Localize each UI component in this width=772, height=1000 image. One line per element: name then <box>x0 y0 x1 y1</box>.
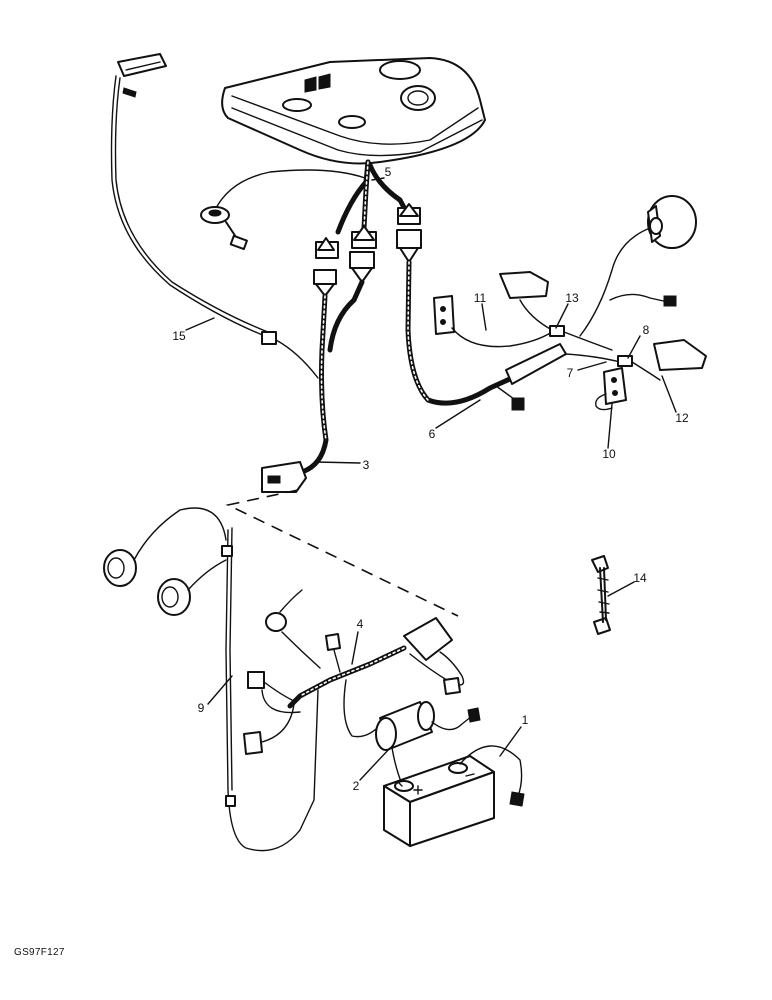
switch-4-top <box>265 612 287 632</box>
leader-10 <box>607 403 613 449</box>
callout-6: 6 <box>428 427 436 441</box>
panel-switch-left <box>282 98 312 112</box>
connector-3a <box>313 269 337 285</box>
callout-5: 5 <box>384 165 392 179</box>
leader-2 <box>359 747 391 781</box>
panel-gauge-top <box>379 60 421 80</box>
motor <box>579 195 697 337</box>
harness-3 <box>261 251 375 493</box>
harness-11-13 <box>433 271 707 411</box>
connector-6 <box>396 229 422 249</box>
leader-14 <box>607 581 635 597</box>
pedal-switch-right <box>653 339 707 371</box>
lamp-15 <box>117 53 167 77</box>
sleeve-6 <box>505 343 567 385</box>
leader-5 <box>371 177 385 181</box>
leader-11 <box>481 303 487 331</box>
leader-12 <box>661 375 677 413</box>
earth-strap-14 <box>591 555 611 635</box>
harness-15 <box>110 53 319 379</box>
lamp-9b <box>157 578 191 616</box>
leader-15 <box>185 317 215 331</box>
callout-11: 11 <box>473 291 487 305</box>
battery <box>383 745 525 847</box>
callout-9: 9 <box>197 701 205 715</box>
connector-8 <box>617 355 633 367</box>
callout-3: 3 <box>362 458 370 472</box>
connector-3b <box>349 251 375 269</box>
drawing-code: GS97F127 <box>14 947 65 958</box>
callout-10: 10 <box>602 447 616 461</box>
callout-14: 14 <box>633 571 647 585</box>
leader-4 <box>351 631 359 665</box>
connector-4 <box>403 617 453 661</box>
leader-3 <box>315 461 361 464</box>
callout-1: 1 <box>521 713 529 727</box>
pedal-switch-left <box>499 271 549 299</box>
switch-10 <box>603 367 627 405</box>
callout-2: 2 <box>352 779 360 793</box>
switch-4-bottom <box>243 731 263 755</box>
connector-3-main <box>261 461 307 493</box>
leader-lines <box>185 177 677 781</box>
panel-gauge-right <box>400 85 436 111</box>
callout-8: 8 <box>642 323 650 337</box>
switch-11 <box>433 295 455 335</box>
instrument-panel <box>221 57 486 165</box>
callout-15: 15 <box>172 329 186 343</box>
callout-13: 13 <box>565 291 579 305</box>
callout-4: 4 <box>356 617 364 631</box>
leader-9 <box>207 675 233 705</box>
leader-7 <box>577 361 607 371</box>
starter-solenoid <box>375 701 481 785</box>
leader-1 <box>499 726 522 757</box>
connector-4-relay <box>247 671 265 689</box>
leader-8 <box>627 335 641 359</box>
sender-unit <box>200 206 248 251</box>
lamp-9a <box>103 549 137 587</box>
leader-6 <box>435 399 481 429</box>
harness-4 <box>243 589 465 755</box>
callout-7: 7 <box>566 366 574 380</box>
harness-9 <box>103 507 319 852</box>
callout-12: 12 <box>675 411 689 425</box>
harness-6 <box>396 229 567 411</box>
harness-5 <box>214 159 421 259</box>
panel-switch-center <box>338 115 366 129</box>
connector-15 <box>261 331 277 345</box>
dashed-leader <box>225 489 459 617</box>
leader-13 <box>555 303 569 329</box>
